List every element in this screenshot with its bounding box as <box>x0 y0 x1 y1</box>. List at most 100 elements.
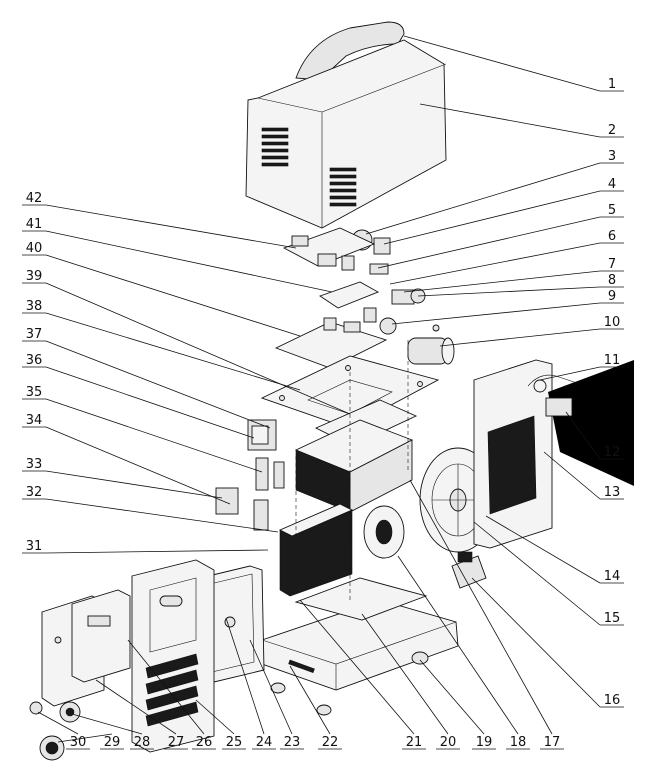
callout-number: 10 <box>604 315 621 330</box>
callout-leader <box>565 411 601 460</box>
callout-leader <box>377 216 601 269</box>
callout-number: 16 <box>604 693 621 708</box>
housing-vents-right <box>329 167 357 207</box>
callout-11: 11 <box>539 353 624 381</box>
callout-number: 20 <box>440 735 457 750</box>
callout-5: 5 <box>377 203 624 269</box>
callout-28: 28 <box>71 713 154 750</box>
callout-number: 12 <box>604 445 621 460</box>
handle <box>295 21 405 81</box>
callout-9: 9 <box>391 289 624 325</box>
callout-number: 9 <box>608 289 616 304</box>
callout-39: 39 <box>22 269 351 415</box>
front-panel-grille <box>145 653 199 727</box>
callout-leader <box>397 555 519 735</box>
callout-number: 33 <box>26 457 43 472</box>
callout-leader <box>71 713 143 735</box>
callout-leader <box>195 699 235 735</box>
callout-40: 40 <box>22 241 301 337</box>
mount-plate-small-4 <box>253 499 269 531</box>
callout-number: 13 <box>604 485 621 500</box>
callout-leader <box>473 521 601 626</box>
callout-number: 27 <box>168 735 185 750</box>
callout-leader <box>37 711 79 735</box>
callout-number: 25 <box>226 735 243 750</box>
callout-leader <box>485 515 601 584</box>
callout-leader <box>543 451 601 500</box>
callout-leader <box>45 204 297 249</box>
callout-leader <box>95 679 177 735</box>
parts-drawing <box>29 21 634 761</box>
callout-27: 27 <box>95 679 188 750</box>
callout-number: 31 <box>26 539 43 554</box>
housing-side <box>257 63 447 228</box>
callout-leader <box>391 302 601 325</box>
callout-37: 37 <box>22 327 271 429</box>
callout-leader <box>45 426 231 505</box>
callout-leader <box>419 659 485 735</box>
callout-number: 24 <box>256 735 273 750</box>
callout-leader <box>439 328 601 347</box>
callout-20: 20 <box>361 613 460 750</box>
callout-7: 7 <box>403 257 624 293</box>
main-board-parts-2 <box>343 321 361 333</box>
callout-leader <box>45 230 333 293</box>
callout-8: 8 <box>417 273 624 297</box>
callout-number: 32 <box>26 485 43 500</box>
callout-leader <box>389 242 601 285</box>
callout-number: 38 <box>26 299 43 314</box>
callout-number: 2 <box>608 123 616 138</box>
rear-grille <box>487 415 537 515</box>
mount-plate-small-1 <box>255 457 269 491</box>
callout-16: 16 <box>471 577 624 708</box>
housing-vents-left <box>261 127 289 167</box>
callout-leader <box>539 366 601 381</box>
callout-number: 34 <box>26 413 43 428</box>
gland-nut <box>533 379 547 393</box>
control-board <box>282 227 376 267</box>
callout-number: 18 <box>510 735 527 750</box>
callout-number: 35 <box>26 385 43 400</box>
front-panel-window <box>149 577 197 653</box>
callout-22: 22 <box>289 665 342 750</box>
mid-plate <box>294 577 428 621</box>
mount-plate-small-2 <box>273 461 285 489</box>
board-capacitor-3 <box>341 255 355 271</box>
board-capacitor-2 <box>317 253 337 267</box>
callout-number: 19 <box>476 735 493 750</box>
output-socket <box>379 317 397 335</box>
callout-12: 12 <box>565 411 624 460</box>
mount-plate-small-3 <box>215 487 239 515</box>
callout-number: 11 <box>604 353 621 368</box>
callout-number: 28 <box>134 735 151 750</box>
callout-number: 6 <box>608 229 616 244</box>
callout-leader <box>471 577 601 708</box>
frame-grommet <box>224 616 236 628</box>
terminal-block <box>369 263 389 275</box>
callout-number: 5 <box>608 203 616 218</box>
callout-leader <box>299 599 415 735</box>
rubber-foot-1 <box>411 651 429 665</box>
callout-number: 14 <box>604 569 621 584</box>
callout-leader <box>127 639 205 735</box>
rear-shadow-block <box>548 360 634 486</box>
relay-component <box>373 237 391 255</box>
callout-32: 32 <box>22 485 279 533</box>
callout-number: 21 <box>406 735 423 750</box>
main-board-parts-1 <box>323 317 337 331</box>
callout-leader <box>403 35 601 92</box>
callout-leader <box>289 665 331 735</box>
callout-31: 31 <box>22 539 269 554</box>
callout-number: 4 <box>608 177 616 192</box>
callout-10: 10 <box>439 315 624 347</box>
callout-leader <box>45 470 223 499</box>
callout-33: 33 <box>22 457 223 499</box>
callout-leader <box>45 498 279 533</box>
label-plate <box>71 589 131 683</box>
callout-26: 26 <box>127 639 216 750</box>
callout-number: 41 <box>26 217 43 232</box>
callout-2: 2 <box>419 103 624 138</box>
top-mounting-plate <box>260 355 440 429</box>
callout-24: 24 <box>225 617 276 750</box>
callout-14: 14 <box>485 515 624 584</box>
